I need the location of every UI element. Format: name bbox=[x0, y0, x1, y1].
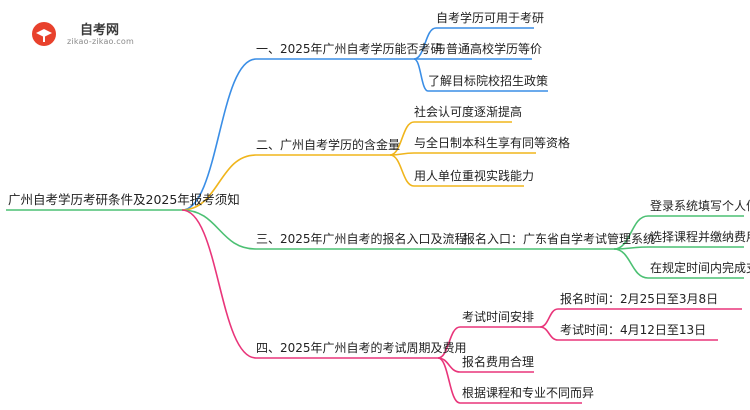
branch-4-fee: 报名费用合理 bbox=[462, 355, 535, 369]
branch-1-child-1: 自考学历可用于考研 bbox=[436, 11, 545, 25]
link-branch-2-child-3 bbox=[389, 154, 415, 187]
branch-3-step-1: 登录系统填写个人信息 bbox=[650, 199, 750, 213]
branch-3-step-2: 选择课程并缴纳费用 bbox=[650, 230, 750, 244]
site-logo: 自考网 zikao-zikao.com bbox=[32, 18, 142, 50]
branch-3-step-3: 在规定时间内完成支付 bbox=[650, 261, 750, 275]
link-branch-1-child-1 bbox=[413, 27, 437, 60]
link-branch-4-fee-varies bbox=[437, 357, 461, 404]
link-branch-3-step-3 bbox=[613, 248, 649, 279]
branch-2-child-2: 与全日制本科生享有同等资格 bbox=[414, 136, 571, 150]
link-root-branch-4 bbox=[181, 209, 257, 359]
link-branch-1-child-3 bbox=[413, 58, 429, 92]
branch-2-child-3: 用人单位重视实践能力 bbox=[414, 169, 535, 183]
branch-4-label: 四、2025年广州自考的考试周期及费用 bbox=[256, 341, 467, 355]
branch-4-schedule: 考试时间安排 bbox=[462, 310, 535, 324]
branch-2-label: 二、广州自考学历的含金量 bbox=[256, 138, 401, 152]
link-root-branch-1 bbox=[181, 58, 257, 211]
branch-4-registration-time: 报名时间：2月25日至3月8日 bbox=[560, 292, 719, 306]
branch-3-label: 三、2025年广州自考的报名入口及流程 bbox=[256, 232, 467, 246]
branch-1-child-2: 与普通高校学历等价 bbox=[434, 42, 543, 56]
link-root-branch-3 bbox=[181, 209, 257, 250]
link-branch-4-schedule bbox=[437, 326, 461, 359]
link-root-branch-2 bbox=[181, 154, 257, 211]
link-branch-3-step-1 bbox=[613, 215, 649, 250]
logo-title: 自考网 bbox=[80, 23, 120, 38]
branch-4-fee-varies: 根据课程和专业不同而异 bbox=[462, 386, 595, 400]
root-topic: 广州自考学历考研条件及2025年报考须知 bbox=[8, 192, 240, 207]
link-branch-2-child-1 bbox=[389, 121, 415, 156]
logo-url: zikao-zikao.com bbox=[67, 37, 134, 46]
branch-2-child-1: 社会认可度逐渐提高 bbox=[414, 105, 523, 119]
branch-4-exam-time: 考试时间：4月12日至13日 bbox=[560, 323, 707, 337]
link-branch-4-registration-time bbox=[539, 308, 559, 328]
graduation-cap-icon bbox=[32, 22, 56, 46]
branch-1-child-3: 了解目标院校招生政策 bbox=[428, 74, 549, 88]
link-branch-4-exam-time bbox=[539, 326, 559, 341]
branch-3-entry: 报名入口：广东省自学考试管理系统 bbox=[463, 232, 656, 246]
branch-1-label: 一、2025年广州自考学历能否考研 bbox=[256, 42, 443, 56]
